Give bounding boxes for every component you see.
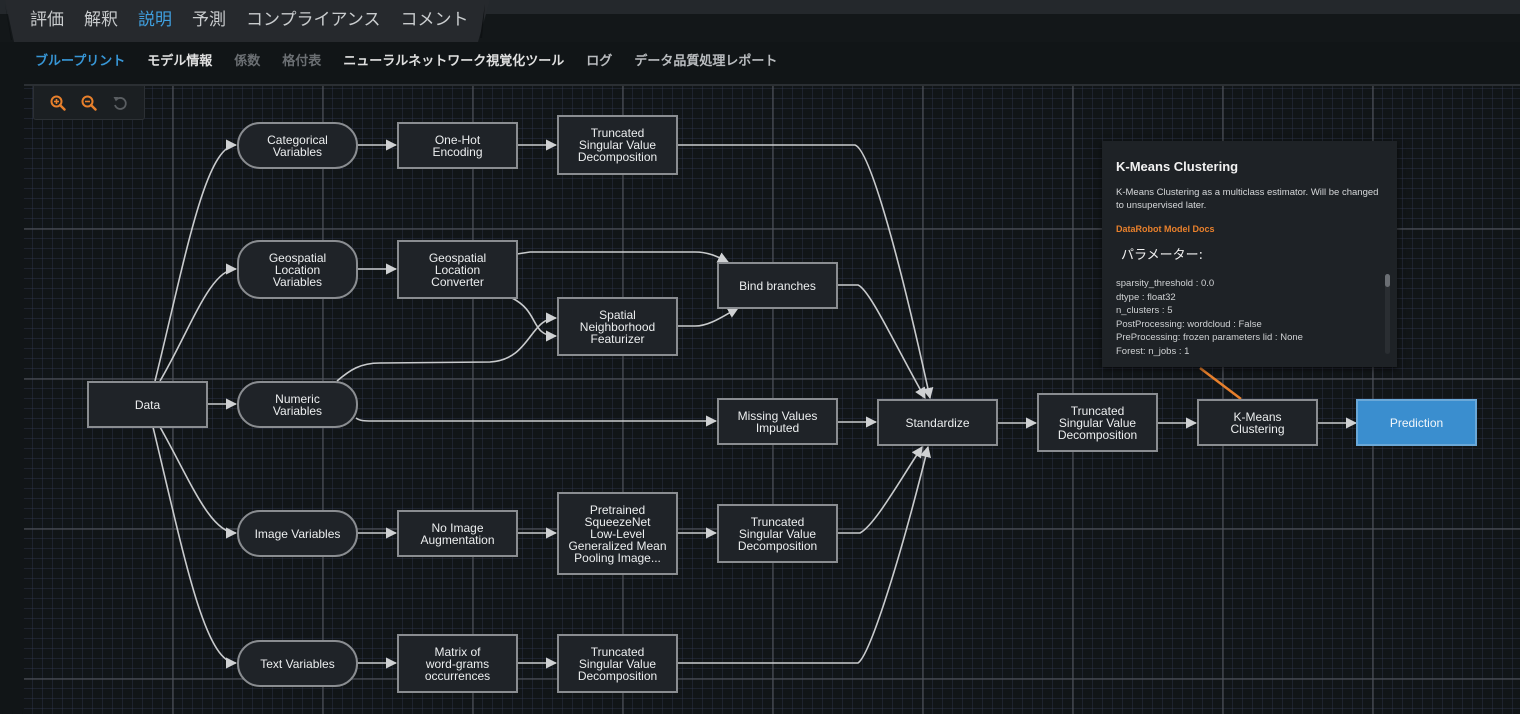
node-pretrained-squeezenet[interactable]: Pretrained SqueezeNet Low-Level Generali…	[557, 492, 678, 575]
tab-understand[interactable]: 解釈	[84, 10, 118, 30]
node-numeric-variables[interactable]: Numeric Variables	[237, 381, 358, 428]
tab-bar-shape	[5, 0, 490, 42]
node-info-tooltip: K-Means Clustering K-Means Clustering as…	[1102, 141, 1397, 367]
parameter-item: PreProcessing: frozen parameters lid : N…	[1116, 332, 1303, 343]
parameter-item: dtype : float32	[1116, 291, 1176, 303]
parameter-item: PostProcessing: wordcloud : False	[1116, 318, 1262, 330]
subtab-log[interactable]: ログ	[586, 54, 613, 69]
node-bind-branches[interactable]: Bind branches	[717, 262, 838, 309]
node-geospatial-converter[interactable]: Geospatial Location Converter	[397, 240, 518, 299]
tooltip-description: K-Means Clustering as a multiclass estim…	[1116, 187, 1379, 211]
zoom-in-icon	[50, 95, 66, 111]
zoom-controls	[33, 86, 145, 120]
parameter-item: n_clusters : 5	[1116, 305, 1173, 316]
node-one-hot-encoding[interactable]: One-Hot Encoding	[397, 122, 518, 169]
zoom-out-icon	[81, 95, 97, 111]
tab-predict[interactable]: 予測	[192, 10, 226, 30]
zoom-in-button[interactable]	[48, 93, 68, 113]
node-kmeans-clustering[interactable]: K-Means Clustering	[1197, 399, 1318, 446]
node-matrix-word-grams[interactable]: Matrix of word-grams occurrences	[397, 634, 518, 693]
subtab-blueprint[interactable]: ブループリント	[35, 54, 126, 69]
main-tab-bar	[0, 0, 500, 42]
subtab-rating-table[interactable]: 格付表	[282, 54, 322, 69]
sub-tabs: ブループリント モデル情報 係数 格付表 ニューラルネットワーク視覚化ツール ロ…	[35, 52, 799, 72]
tab-compliance[interactable]: コンプライアンス	[246, 10, 381, 30]
node-tsvd-image[interactable]: Truncated Singular Value Decomposition	[717, 504, 838, 563]
node-data[interactable]: Data	[87, 381, 208, 428]
node-text-variables[interactable]: Text Variables	[237, 640, 358, 687]
node-tsvd-text[interactable]: Truncated Singular Value Decomposition	[557, 634, 678, 693]
parameter-item: sparsity_threshold : 0.0	[1116, 278, 1215, 289]
tab-evaluate[interactable]: 評価	[30, 10, 64, 30]
model-docs-link[interactable]: DataRobot Model Docs	[1116, 224, 1215, 234]
node-image-variables[interactable]: Image Variables	[237, 510, 358, 557]
parameter-item: Forest: n_jobs : 1	[1116, 345, 1190, 357]
subtab-model-info[interactable]: モデル情報	[147, 54, 213, 69]
canvas-top-border	[24, 84, 1520, 87]
reset-icon	[113, 96, 127, 110]
node-no-image-augmentation[interactable]: No Image Augmentation	[397, 510, 518, 557]
reset-zoom-button[interactable]	[110, 93, 130, 113]
subtab-data-quality-report[interactable]: データ品質処理レポート	[634, 54, 778, 69]
node-tsvd-main[interactable]: Truncated Singular Value Decomposition	[1037, 393, 1158, 452]
scrollbar-thumb[interactable]	[1385, 274, 1390, 287]
tab-comments[interactable]: コメント	[400, 10, 469, 30]
tab-describe[interactable]: 説明	[138, 10, 172, 30]
parameters-list: sparsity_threshold : 0.0 dtype : float32…	[1116, 277, 1383, 358]
subtab-coefficients[interactable]: 係数	[234, 54, 261, 69]
tooltip-title: K-Means Clustering	[1116, 159, 1239, 174]
node-spatial-neighborhood[interactable]: Spatial Neighborhood Featurizer	[557, 297, 678, 356]
node-prediction[interactable]: Prediction	[1356, 399, 1477, 446]
parameters-scrollbar[interactable]	[1385, 274, 1390, 354]
zoom-out-button[interactable]	[79, 93, 99, 113]
node-categorical-variables[interactable]: Categorical Variables	[237, 122, 358, 169]
parameters-heading: パラメーター:	[1121, 248, 1203, 263]
node-standardize[interactable]: Standardize	[877, 399, 998, 446]
node-missing-values-imputed[interactable]: Missing Values Imputed	[717, 398, 838, 445]
node-tsvd-categorical[interactable]: Truncated Singular Value Decomposition	[557, 115, 678, 175]
subtab-neural-network-visualizer[interactable]: ニューラルネットワーク視覚化ツール	[343, 54, 565, 69]
main-tabs: 評価 解釈 説明 予測 コンプライアンス コメント	[30, 8, 488, 34]
node-geospatial-variables[interactable]: Geospatial Location Variables	[237, 240, 358, 299]
